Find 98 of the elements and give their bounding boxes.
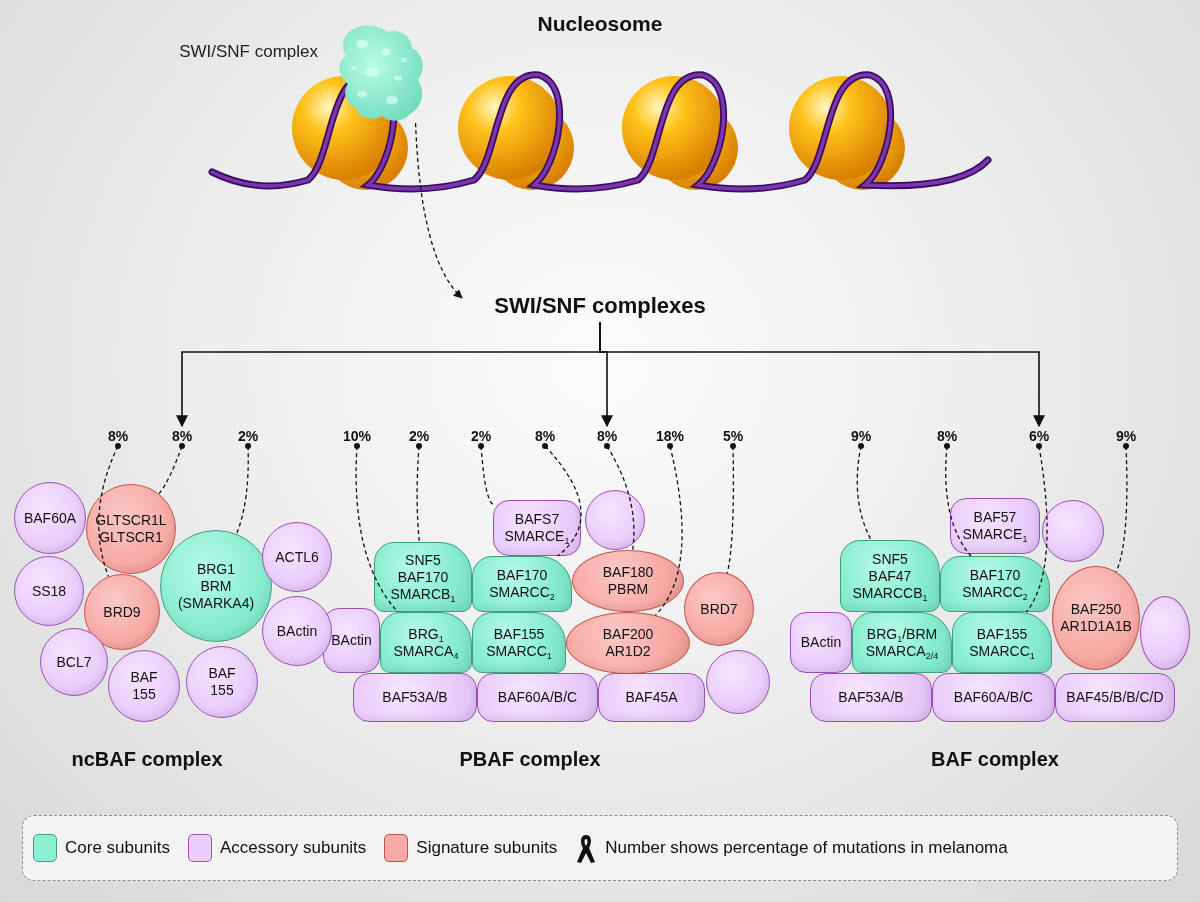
subunit-name: BRD7 (700, 600, 738, 618)
subunit-name: BRG$_{1}$/BRM SMARCA$_{2/4}$ (865, 625, 939, 660)
subunit-name: BAF155 SMARCC$_{1}$ (486, 625, 552, 660)
subunit-name: BActin (331, 632, 372, 649)
leader-line (856, 443, 872, 541)
complex-name: PBAF complex (458, 748, 602, 771)
subunit-block (472, 556, 572, 612)
subunit-name: BRG$_{1}$ SMARCA$_{4}$ (393, 625, 459, 660)
leader-line (654, 443, 683, 616)
subunit-name: BCL7 (56, 653, 92, 671)
subunit-circle (86, 484, 176, 574)
subunit-circle (566, 612, 690, 674)
diagram-title: Nucleosome (536, 12, 664, 36)
percentage-label: 6% (1014, 426, 1064, 446)
subunit-name: BAF53A/B (382, 689, 448, 706)
subunit-block (852, 612, 952, 673)
subunit-name: BActin (800, 634, 842, 651)
percentage-label: 8% (922, 426, 972, 446)
subunit-name: BAF200 AR1D2 (602, 626, 654, 660)
subunit-circle (84, 574, 160, 650)
subunit-name: BAF60A/B/C (497, 689, 578, 706)
leader-line (604, 443, 635, 551)
subunit-block (493, 500, 581, 556)
percentage-label: 2% (456, 426, 506, 446)
complex-name: BAF complex (930, 748, 1060, 771)
subunit-name: BAFS7 SMARCE$_{1}$ (504, 511, 570, 545)
subunit-block (477, 673, 598, 722)
complex-name: ncBAF complex (70, 748, 224, 771)
subunit-block (950, 498, 1040, 554)
subunit-name: BAF45/B/B/C/D (1066, 689, 1164, 706)
leader-line (416, 443, 422, 543)
legend-label: Number shows percentage of mutations in melanoma (605, 838, 1008, 858)
leader-line (1025, 443, 1048, 613)
percentage-label: 2% (394, 426, 444, 446)
subunit-block (840, 540, 940, 612)
percentage-label: 9% (1101, 426, 1151, 446)
percentage-label: 8% (157, 426, 207, 446)
percentage-label: 8% (520, 426, 570, 446)
percentage-label: 18% (645, 426, 695, 446)
subunit-name: BAF170 SMARCC$_{2}$ (489, 567, 555, 601)
subunit-block (1055, 673, 1175, 722)
subunit-name: BRD9 (103, 603, 141, 621)
heading-text: SWI/SNF complexes (462, 290, 738, 322)
subunit-name: BAF53A/B (838, 689, 904, 706)
leader-line (1115, 443, 1129, 573)
legend-label: Core subunits (65, 838, 170, 858)
subunit-circle (1140, 596, 1190, 670)
subunit-circle (1052, 566, 1140, 670)
subunit-name: BAF 155 (208, 665, 236, 699)
subunit-name: SS18 (31, 582, 67, 600)
subunit-name: ACTL6 (275, 548, 319, 566)
percentage-label: 8% (93, 426, 143, 446)
subunit-name: SNF5 BAF170 SMARCB$_{1}$ (390, 551, 456, 603)
arrow (599, 321, 1045, 428)
percentage-label: 8% (582, 426, 632, 446)
subunit-block (380, 612, 472, 673)
leader-line (235, 443, 251, 535)
subunit-circle (585, 490, 645, 550)
subunit-name: BAF 155 (130, 669, 158, 703)
leader-line (158, 443, 185, 495)
subunit-name: BRG1 BRM (SMARKA4) (177, 560, 255, 612)
subunit-name: BAF180 PBRM (602, 564, 654, 598)
arrow (414, 122, 463, 299)
percentage-label: 5% (708, 426, 758, 446)
legend-label: Accessory subunits (219, 838, 367, 858)
subunit-name: BActin (276, 622, 318, 640)
subunit-name: BAF170 SMARCC$_{2}$ (962, 567, 1028, 601)
subunit-block (323, 608, 380, 673)
subunit-block (472, 612, 566, 673)
subunit-block (374, 542, 472, 612)
subunit-block (932, 673, 1055, 722)
percentage-label: 2% (223, 426, 273, 446)
subunit-block (952, 612, 1052, 673)
subunit-block (810, 673, 932, 722)
subunit-block (940, 556, 1050, 612)
subunit-circle (262, 596, 332, 666)
percentage-label: 9% (836, 426, 886, 446)
leader-line (542, 443, 582, 557)
subunit-name: BAF57 SMARCE$_{1}$ (962, 509, 1028, 543)
subunit-name: BAF60A (23, 509, 77, 527)
leader-line (726, 443, 736, 574)
leader-line (98, 443, 121, 578)
subunit-block (598, 673, 705, 722)
subunit-circle (572, 550, 684, 612)
subunit-name: BAF250 AR1D1A1B (1060, 601, 1132, 635)
subunit-block (353, 673, 477, 722)
subunit-block (790, 612, 852, 673)
subunit-circle (1042, 500, 1104, 562)
leader-line (944, 443, 972, 557)
subunit-name: BAF45A (625, 689, 678, 706)
subunit-name: BAF60A/B/C (953, 689, 1034, 706)
beside-label: SWI/SNF complex (179, 42, 318, 62)
subunit-name: GLTSCR1L GLTSCR1 (95, 512, 167, 546)
percentage-label: 10% (332, 426, 382, 446)
subunit-name: SNF5 BAF47 SMARCCB$_{1}$ (852, 550, 928, 602)
leader-line (478, 443, 494, 505)
legend-label: Signature subunits (416, 838, 558, 858)
subunit-name: BAF155 SMARCC$_{1}$ (969, 625, 1035, 660)
